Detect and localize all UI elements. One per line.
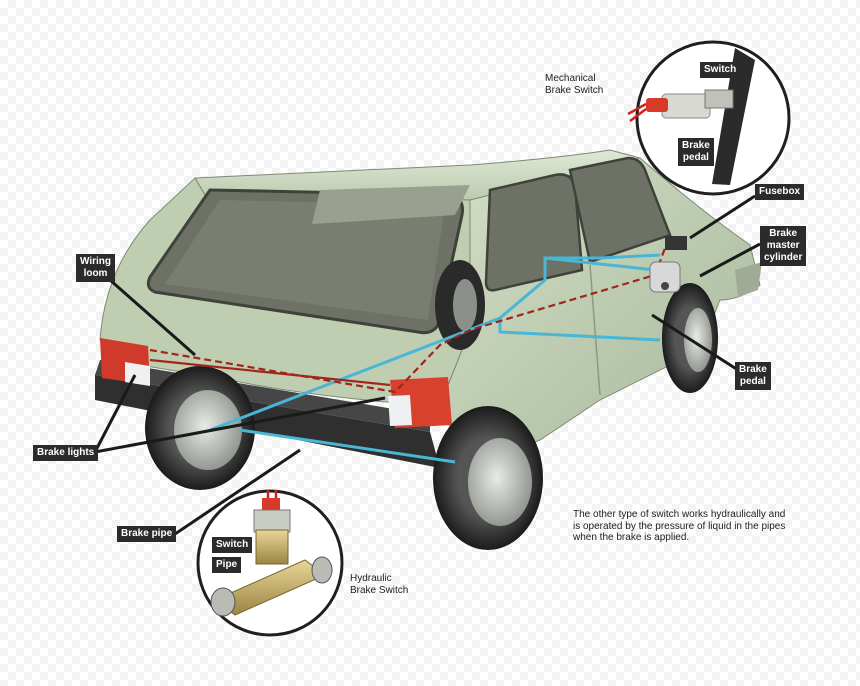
hydraulic-switch-note: The other type of switch works hydraulic… — [573, 509, 788, 544]
mechanical-pedal-label-line1: Brake — [682, 140, 710, 152]
master-cylinder-label-line2: master — [764, 240, 802, 252]
wiring-loom-label-line1: Wiring — [80, 256, 111, 268]
brake-pipe-label-text: Brake pipe — [121, 528, 172, 539]
mechanical-pedal-label-line2: pedal — [682, 152, 710, 164]
master-cylinder-label-line1: Brake — [764, 228, 802, 240]
mechanical-caption-line2: Brake Switch — [545, 85, 603, 97]
mechanical-switch-label-text: Switch — [704, 64, 736, 75]
wiring-loom-label: Wiring loom — [76, 254, 115, 282]
pipe-label-text: Pipe — [216, 559, 237, 570]
mechanical-caption: Mechanical Brake Switch — [545, 73, 603, 97]
pipe-label: Pipe — [212, 557, 241, 573]
rear-left-wheel — [145, 366, 255, 490]
brake-pedal-label-line2: pedal — [739, 376, 767, 388]
hydraulic-caption-line1: Hydraulic — [350, 573, 408, 585]
hydraulic-caption-line2: Brake Switch — [350, 585, 408, 597]
inner-wheel — [435, 260, 485, 350]
master-cylinder-label-line3: cylinder — [764, 252, 802, 264]
hydraulic-switch-label: Switch — [212, 537, 252, 553]
brake-lights-label-text: Brake lights — [37, 447, 94, 458]
brake-pedal-label-line1: Brake — [739, 364, 767, 376]
hydraulic-switch-label-text: Switch — [216, 539, 248, 550]
brake-lights-label: Brake lights — [33, 445, 98, 461]
brake-pedal-label: Brake pedal — [735, 362, 771, 390]
rear-right-wheel — [433, 406, 543, 550]
mechanical-pedal-label: Brake pedal — [678, 138, 714, 166]
wiring-loom-label-line2: loom — [80, 268, 111, 280]
fusebox-label: Fusebox — [755, 184, 804, 200]
master-cylinder-label: Brake master cylinder — [760, 226, 806, 266]
fusebox-label-text: Fusebox — [759, 186, 800, 197]
hydraulic-caption: Hydraulic Brake Switch — [350, 573, 408, 597]
mechanical-caption-line1: Mechanical — [545, 73, 603, 85]
brake-pipe-label: Brake pipe — [117, 526, 176, 542]
mechanical-switch-label: Switch — [700, 62, 740, 78]
